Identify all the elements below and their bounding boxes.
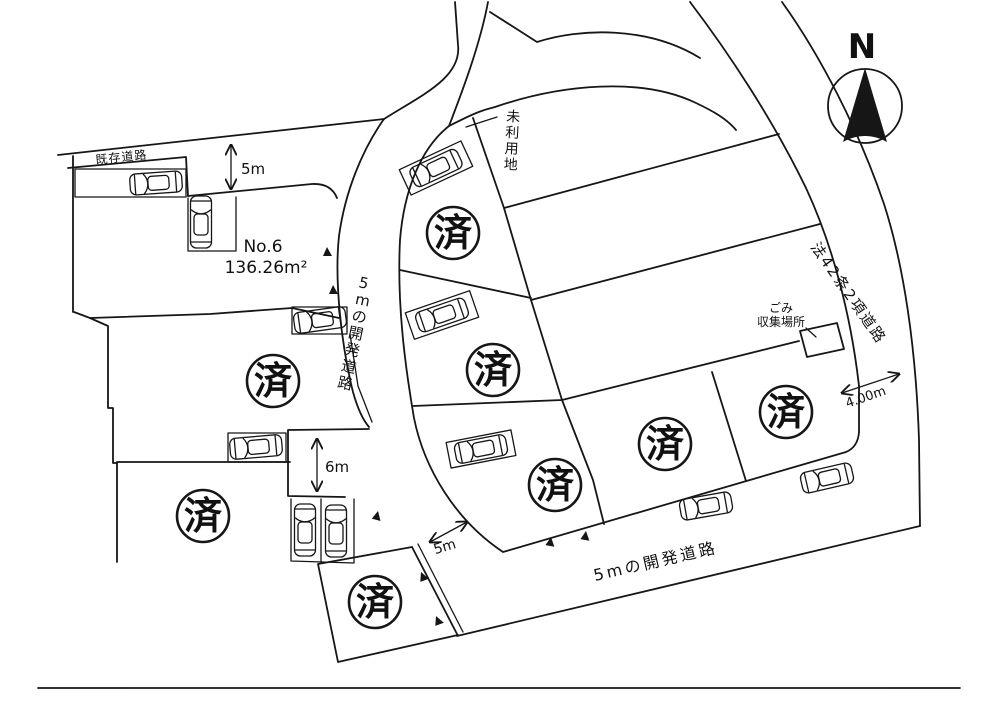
plotD-road-double-line bbox=[349, 333, 373, 423]
no6-plot-south-edge bbox=[73, 307, 340, 319]
strip-boundary-1 bbox=[503, 133, 780, 209]
sold-seal: 済 bbox=[527, 457, 583, 513]
sold-seal-label: 済 bbox=[536, 463, 575, 507]
car-icon bbox=[413, 295, 471, 335]
car-icon bbox=[407, 146, 465, 190]
sold-seal-label: 済 bbox=[474, 348, 513, 392]
existing-road-band bbox=[67, 156, 189, 197]
bottom-width-label: 5m bbox=[432, 536, 458, 558]
stall-car3 bbox=[291, 306, 348, 335]
article42-road-right-edge bbox=[781, 1, 921, 527]
stall-car9 bbox=[445, 429, 517, 469]
central-dev-road-label: 5mの開発道路 bbox=[336, 273, 376, 393]
sold-seal: 済 bbox=[425, 205, 481, 261]
stall-car7 bbox=[398, 140, 474, 196]
corridor-6m bbox=[287, 428, 370, 498]
flag-mark-icon bbox=[323, 247, 332, 256]
corridor-width-label: 6m bbox=[325, 458, 349, 476]
sold-seal-label: 済 bbox=[254, 359, 293, 403]
bottom-road-bottom-edge bbox=[456, 525, 921, 637]
top-road-edge bbox=[57, 118, 385, 156]
article42-road-left-edge bbox=[689, 1, 860, 433]
car-icon bbox=[452, 433, 510, 465]
car-icon bbox=[677, 490, 735, 522]
flag-mark-icon bbox=[435, 616, 444, 626]
bottom-width-arrow bbox=[430, 522, 467, 542]
sold-seal-label: 済 bbox=[767, 390, 806, 434]
garbage-label-line2: 収集場所 bbox=[757, 314, 805, 329]
car-icon bbox=[798, 461, 856, 495]
central-road-left-edge bbox=[336, 1, 459, 428]
compass-needle-icon bbox=[843, 68, 887, 142]
north-strip-outer-edge bbox=[489, 11, 701, 59]
linework bbox=[37, 1, 961, 689]
stall-car4 bbox=[227, 432, 287, 463]
top-width-label: 5m bbox=[241, 160, 265, 178]
stall-car2 bbox=[187, 196, 237, 252]
stall-car8 bbox=[404, 290, 480, 340]
article42-width-label: 4.00m bbox=[844, 384, 888, 412]
article42-road-label: 法42条2項道路 bbox=[807, 239, 890, 347]
parking-stalls-5-6 bbox=[290, 498, 355, 564]
central-road-right-edge-and-bottom-road-top-edge bbox=[398, 1, 860, 553]
no6-plot-north-edge bbox=[187, 183, 338, 199]
car-icon bbox=[228, 433, 284, 461]
sold-seal: 済 bbox=[347, 574, 403, 630]
unused-land-pointer-line bbox=[465, 116, 498, 128]
car-icon bbox=[128, 170, 184, 196]
plotF-road-double-line bbox=[417, 543, 464, 633]
strip-boundary-3 bbox=[412, 340, 800, 407]
car-icon bbox=[293, 503, 317, 557]
article42-width-arrow bbox=[842, 374, 899, 393]
stall-car1 bbox=[74, 168, 187, 198]
no6-number-label: No.6 bbox=[243, 237, 282, 257]
flag-mark-icon bbox=[329, 285, 338, 294]
flag-mark-icon bbox=[545, 537, 555, 547]
sold-seal-label: 済 bbox=[356, 580, 395, 624]
middle-column-east-boundary bbox=[472, 117, 605, 525]
strip-boundary-2 bbox=[530, 223, 821, 301]
car-icon bbox=[324, 504, 348, 558]
sold-seal: 済 bbox=[245, 353, 301, 409]
sold-seal-label: 済 bbox=[434, 211, 473, 255]
compass: N bbox=[827, 27, 903, 144]
garbage-box bbox=[799, 322, 845, 358]
sold-seal: 済 bbox=[465, 342, 521, 398]
garbage-pointer-line bbox=[805, 327, 817, 338]
compass-north-label: N bbox=[848, 27, 876, 67]
flag-mark-icon bbox=[580, 531, 590, 541]
plotF-boundary bbox=[317, 546, 459, 663]
sold-seals: 済 済 済 済 済 済 済 済 bbox=[175, 205, 814, 630]
existing-road-label: 既存道路 bbox=[95, 147, 148, 167]
sold-seal-label: 済 bbox=[184, 494, 223, 538]
sold-seal: 済 bbox=[637, 416, 693, 472]
unused-land-label: 未利用地 bbox=[503, 109, 520, 174]
car-icon bbox=[189, 195, 213, 249]
sold-seal-label: 済 bbox=[646, 422, 685, 466]
flag-mark-icon bbox=[371, 511, 381, 521]
divider-plot1-plot2 bbox=[399, 269, 532, 299]
divider-plotA-plotB bbox=[711, 371, 747, 482]
no6-area-label: 136.26m² bbox=[225, 258, 308, 278]
flag-mark-icon bbox=[420, 572, 429, 582]
garbage-label-line1: ごみ bbox=[769, 300, 793, 315]
sold-seal: 済 bbox=[175, 488, 231, 544]
north-strip-inner-edge bbox=[448, 85, 737, 131]
west-outer-boundary bbox=[72, 155, 118, 563]
edge-flag-marks bbox=[323, 247, 590, 626]
sold-seal: 済 bbox=[758, 384, 814, 440]
